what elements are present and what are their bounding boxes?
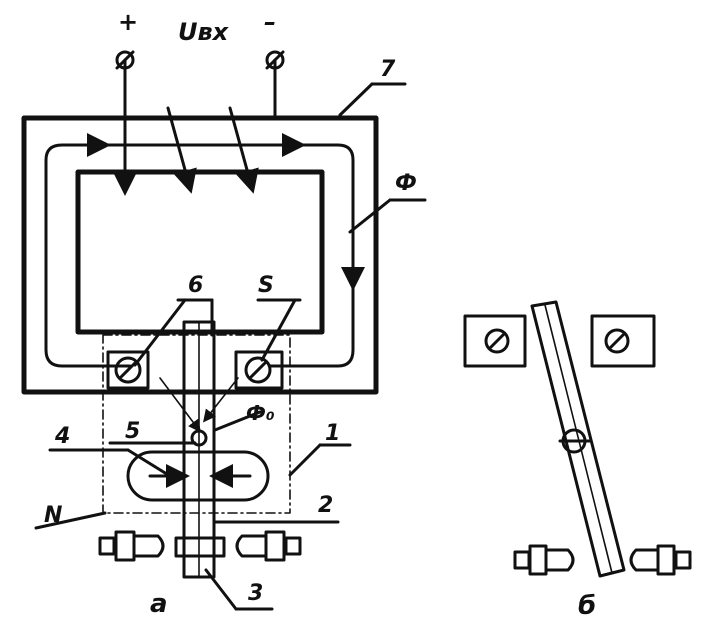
coil-winding	[113, 58, 277, 196]
right-contact-icon	[235, 530, 302, 562]
label-4: 4	[54, 424, 70, 449]
screw-left-icon	[106, 350, 150, 390]
label-5: 5	[125, 419, 140, 444]
tilted-armature	[530, 300, 626, 578]
left-contact-icon	[98, 530, 165, 562]
screw-block-left-icon	[463, 314, 527, 368]
leader-lines-a	[34, 82, 427, 611]
label-6: 6	[188, 273, 203, 298]
label-7: 7	[380, 57, 396, 82]
minus-label: –	[264, 8, 276, 36]
permanent-magnet-outline	[102, 334, 291, 514]
flux0-label: Ф₀	[246, 401, 275, 425]
figure-b: б	[463, 300, 692, 621]
input-voltage-label: Uвх	[178, 18, 230, 46]
plus-label: +	[118, 8, 138, 36]
screw-right-icon	[234, 350, 284, 390]
pivot-icon	[558, 428, 592, 454]
spring	[126, 450, 270, 502]
flux-arrows	[68, 133, 365, 291]
n-pole-label: N	[44, 503, 62, 528]
armature	[182, 320, 216, 579]
caption-b: б	[578, 591, 596, 621]
left-contact-b-icon	[513, 544, 575, 576]
magnetic-core	[21, 115, 379, 395]
s-pole-label: S	[258, 273, 274, 298]
flux-path-loop	[44, 143, 355, 368]
plus-terminal-icon	[115, 50, 135, 70]
figure-a: + Uвх – 7 Ф 6 S 5 Ф₀ 4 1 N 2 3 а	[21, 8, 427, 619]
minus-terminal-icon	[265, 50, 285, 70]
caption-a: а	[150, 589, 168, 619]
label-3: 3	[248, 581, 263, 606]
flux-label: Ф	[395, 171, 417, 196]
label-2: 2	[318, 493, 333, 518]
right-contact-b-icon	[629, 544, 692, 576]
screw-block-right-icon	[590, 314, 656, 368]
label-1: 1	[325, 421, 340, 446]
